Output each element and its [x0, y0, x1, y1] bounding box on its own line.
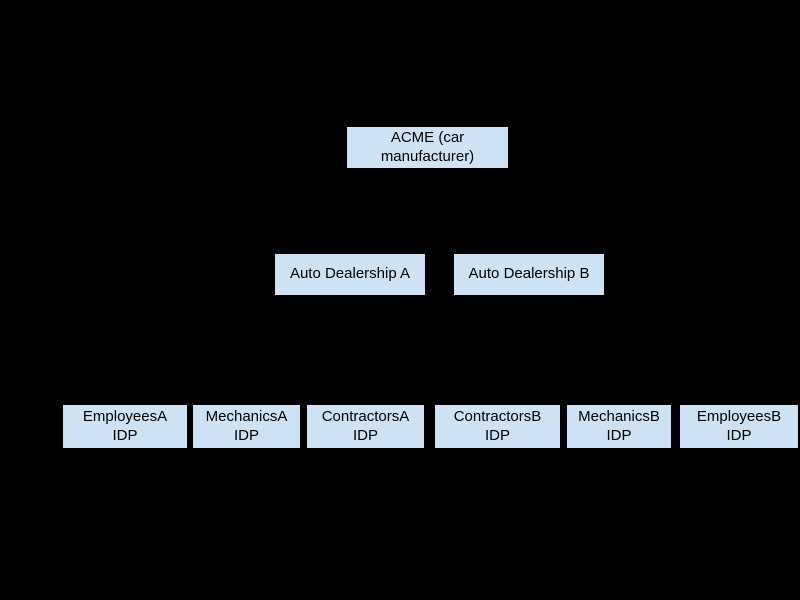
- node-employeesb-idp: EmployeesB IDP: [680, 405, 798, 448]
- node-employeesa-idp: EmployeesA IDP: [63, 405, 187, 448]
- node-mechanicsb-idp: MechanicsB IDP: [567, 405, 671, 448]
- node-contractorsa-idp: ContractorsA IDP: [307, 405, 424, 448]
- node-contractorsb-idp: ContractorsB IDP: [435, 405, 560, 448]
- node-acme-car-manufacturer: ACME (car manufacturer): [347, 127, 508, 168]
- node-auto-dealership-a: Auto Dealership A: [275, 254, 425, 295]
- node-mechanicsa-idp: MechanicsA IDP: [193, 405, 300, 448]
- node-auto-dealership-b: Auto Dealership B: [454, 254, 604, 295]
